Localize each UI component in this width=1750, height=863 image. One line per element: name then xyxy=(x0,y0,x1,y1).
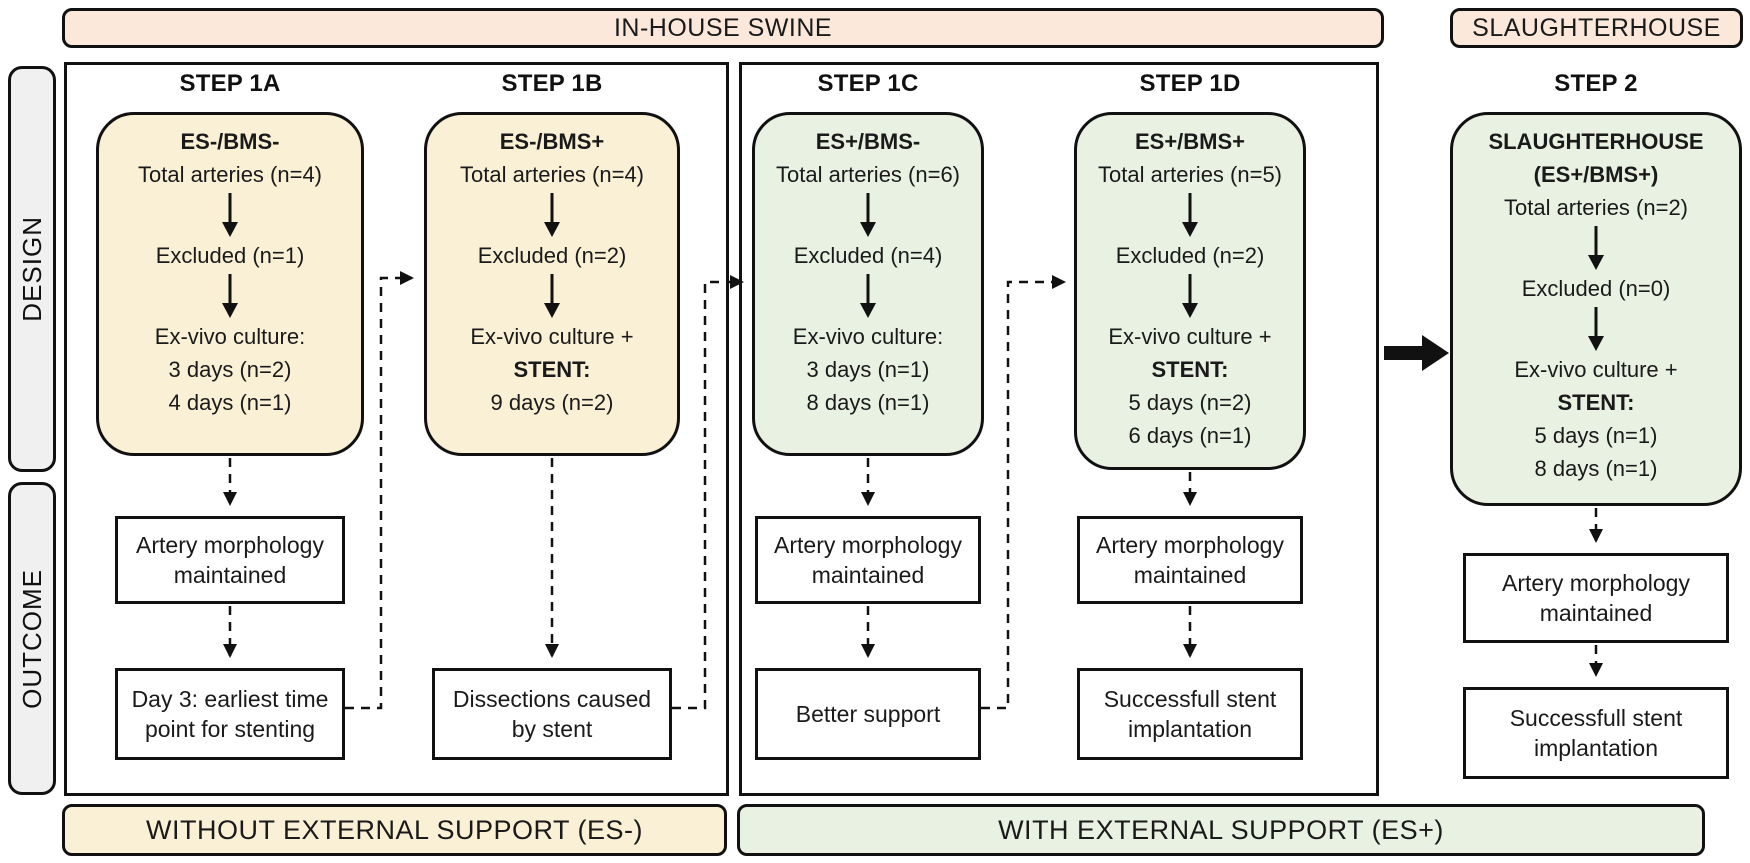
design-rail: DESIGN xyxy=(8,66,56,472)
step-2-culture-line: 8 days (n=1) xyxy=(1534,456,1658,481)
step-2-title: STEP 2 xyxy=(1554,70,1638,97)
outcome-rail: OUTCOME xyxy=(8,482,56,795)
down-arrow-icon xyxy=(544,274,560,318)
step-1a-culture-line: 4 days (n=1) xyxy=(168,390,292,415)
step-2-stent-line: STENT: xyxy=(1557,390,1635,415)
step-1d-stent-line: STENT: xyxy=(1151,357,1229,382)
down-arrow-icon xyxy=(1182,274,1198,318)
step-1c-excluded: Excluded (n=4) xyxy=(793,243,943,268)
step-1d-excluded: Excluded (n=2) xyxy=(1115,243,1265,268)
step-2-design-box: SLAUGHTERHOUSE (ES+/BMS+) Total arteries… xyxy=(1450,112,1742,506)
down-arrow-icon xyxy=(222,274,238,318)
step-1a-heading: ES-/BMS- xyxy=(180,129,280,154)
step-1d-heading: ES+/BMS+ xyxy=(1134,129,1246,154)
step-1b-total: Total arteries (n=4) xyxy=(459,162,645,187)
step-1b-stent-line: STENT: xyxy=(513,357,591,382)
step-2-heading-2: (ES+/BMS+) xyxy=(1533,162,1659,187)
step-1d-outcome-stent: Successfull stent implantation xyxy=(1077,668,1303,760)
step-1d-design-box: ES+/BMS+ Total arteries (n=5) Excluded (… xyxy=(1074,112,1306,470)
step-1b-excluded: Excluded (n=2) xyxy=(477,243,627,268)
step-1a-excluded: Excluded (n=1) xyxy=(155,243,305,268)
down-arrow-icon xyxy=(1588,307,1604,351)
step-2-total: Total arteries (n=2) xyxy=(1503,195,1689,220)
with-es-footer: WITH EXTERNAL SUPPORT (ES+) xyxy=(737,804,1705,856)
step-1d-culture-line: 5 days (n=2) xyxy=(1128,390,1252,415)
step-1b-outcome-dissections: Dissections caused by stent xyxy=(432,668,672,760)
design-rail-label: DESIGN xyxy=(16,216,47,322)
step-1d-total: Total arteries (n=5) xyxy=(1097,162,1283,187)
step-1a-total: Total arteries (n=4) xyxy=(137,162,323,187)
inhouse-swine-header: IN-HOUSE SWINE xyxy=(62,8,1384,48)
step-1c-heading: ES+/BMS- xyxy=(815,129,921,154)
step-1b-heading: ES-/BMS+ xyxy=(499,129,605,154)
step-1c-culture-line: 3 days (n=1) xyxy=(806,357,930,382)
step-1c-design-box: ES+/BMS- Total arteries (n=6) Excluded (… xyxy=(752,112,984,456)
step-1d-title: STEP 1D xyxy=(1139,70,1241,97)
step-1c-outcome-support: Better support xyxy=(755,668,981,760)
step-2-outcome-morphology: Artery morphology maintained xyxy=(1463,553,1729,643)
step-1a-design-box: ES-/BMS- Total arteries (n=4) Excluded (… xyxy=(96,112,364,456)
without-es-footer: WITHOUT EXTERNAL SUPPORT (ES-) xyxy=(62,804,727,856)
step-1c-culture-line: 8 days (n=1) xyxy=(806,390,930,415)
step-1b-design-box: ES-/BMS+ Total arteries (n=4) Excluded (… xyxy=(424,112,680,456)
step-1a-culture-line: Ex-vivo culture: xyxy=(154,324,306,349)
step-1a-culture-line: 3 days (n=2) xyxy=(168,357,292,382)
down-arrow-icon xyxy=(544,193,560,237)
step-2-outcome-stent: Successfull stent implantation xyxy=(1463,687,1729,779)
step-1d-culture-line: 6 days (n=1) xyxy=(1128,423,1252,448)
down-arrow-icon xyxy=(222,193,238,237)
step-1c-total: Total arteries (n=6) xyxy=(775,162,961,187)
down-arrow-icon xyxy=(860,193,876,237)
step-1b-title: STEP 1B xyxy=(501,70,603,97)
slaughterhouse-header: SLAUGHTERHOUSE xyxy=(1450,8,1743,48)
step-1a-outcome-day3: Day 3: earliest time point for stenting xyxy=(115,668,345,760)
step-1b-culture-line: Ex-vivo culture + xyxy=(470,324,634,349)
outcome-rail-label: OUTCOME xyxy=(16,568,47,709)
step-1a-outcome-morphology: Artery morphology maintained xyxy=(115,516,345,604)
step-1c-culture-line: Ex-vivo culture: xyxy=(792,324,944,349)
step-1c-outcome-morphology: Artery morphology maintained xyxy=(755,516,981,604)
down-arrow-icon xyxy=(1588,226,1604,270)
step-1a-title: STEP 1A xyxy=(179,70,281,97)
down-arrow-icon xyxy=(1182,193,1198,237)
step-1b-culture-line: 9 days (n=2) xyxy=(490,390,614,415)
step-1d-outcome-morphology: Artery morphology maintained xyxy=(1077,516,1303,604)
down-arrow-icon xyxy=(860,274,876,318)
step-2-culture-line: Ex-vivo culture + xyxy=(1514,357,1678,382)
step-1c-title: STEP 1C xyxy=(817,70,919,97)
step-2-heading: SLAUGHTERHOUSE xyxy=(1488,129,1704,154)
step-2-excluded: Excluded (n=0) xyxy=(1521,276,1671,301)
step-2-culture-line: 5 days (n=1) xyxy=(1534,423,1658,448)
step-1d-culture-line: Ex-vivo culture + xyxy=(1108,324,1272,349)
step1-to-step2-arrow-icon xyxy=(1384,335,1449,371)
